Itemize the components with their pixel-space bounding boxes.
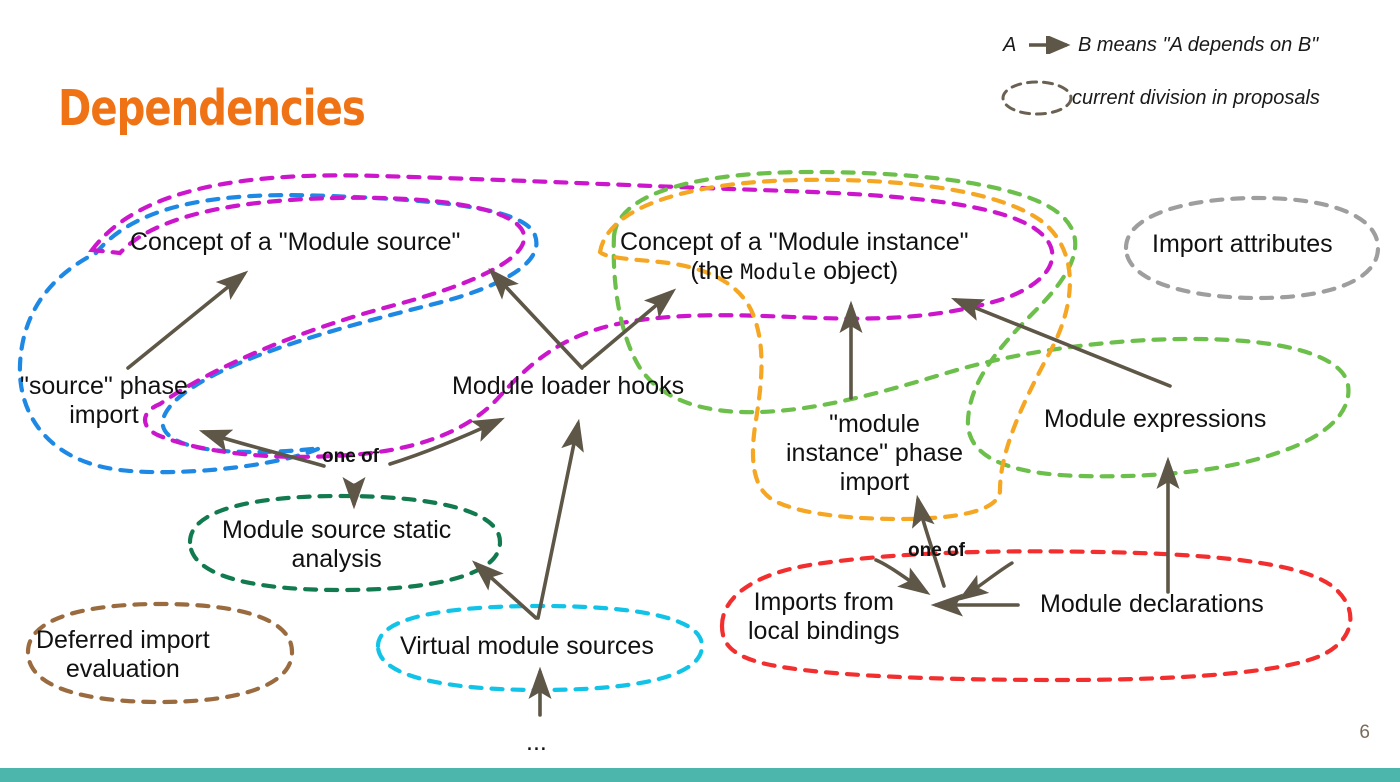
edge-label-one-of-left: one of (322, 446, 379, 467)
node-label: Module loader hooks (452, 372, 685, 400)
arrow-module-expressions-to-instance-concept (950, 297, 1172, 388)
node-sublabel-mono: Module (740, 259, 817, 284)
node-label: Module declarations (1040, 590, 1264, 618)
node-label-line2: analysis (291, 544, 382, 573)
arrow-source-phase-to-source-concept (126, 270, 249, 370)
arrow-loader-hooks-to-source-concept (488, 268, 584, 370)
node-module-instance-concept[interactable]: Concept of a "Module instance" (the Modu… (620, 228, 969, 286)
region-red (719, 549, 1353, 683)
node-label: Concept of a "Module instance" (620, 228, 969, 256)
region-gray (1123, 195, 1381, 301)
node-sublabel-pre: (the (690, 256, 741, 285)
node-label: "module (829, 410, 920, 438)
node-module-source-static-analysis[interactable]: Module source static analysis (222, 516, 451, 574)
arrow-virtual-sources-to-static-analysis (471, 560, 538, 620)
legend-arrow-meaning-label: B means "A depends on B" (1078, 34, 1319, 56)
node-import-attributes[interactable]: Import attributes (1152, 230, 1333, 259)
arrow-one-of-left-stem (342, 476, 366, 510)
node-label: Module source static (222, 516, 452, 544)
node-label: Virtual module sources (400, 632, 654, 660)
node-label-line2: local bindings (748, 616, 900, 645)
node-sublabel-post: object) (816, 256, 899, 285)
right-arrow-icon (1029, 36, 1071, 54)
region-blue (17, 193, 539, 475)
ellipsis-label: ... (526, 728, 547, 756)
region-brown (25, 601, 295, 705)
node-label-line2: import (69, 400, 139, 429)
arrow-loader-hooks-to-instance-concept (582, 288, 677, 368)
node-deferred-import-evaluation[interactable]: Deferred import evaluation (36, 626, 210, 684)
arrow-one-of-right-branch-a (874, 558, 931, 595)
arrow-one-of-left-branch-b (388, 417, 505, 466)
node-label: Import attributes (1152, 230, 1333, 258)
node-label: Module expressions (1044, 405, 1267, 433)
node-label-line2: evaluation (65, 654, 180, 683)
region-magenta (88, 173, 1055, 459)
node-module-source-concept[interactable]: Concept of a "Module source" (130, 228, 460, 257)
node-sublabel: (the Module object) (620, 257, 969, 286)
node-label: Imports from (753, 588, 894, 616)
page-title: Dependencies (58, 80, 366, 137)
node-label-line2: instance" phase (786, 438, 964, 467)
node-source-phase-import[interactable]: "source" phase import (20, 372, 188, 430)
region-orange (597, 177, 1072, 522)
legend-region-label: current division in proposals (1072, 87, 1320, 109)
node-module-expressions[interactable]: Module expressions (1044, 405, 1266, 434)
node-label: Deferred import (36, 626, 210, 654)
node-label: "source" phase (20, 372, 188, 400)
node-module-instance-phase-import[interactable]: "module instance" phase import (786, 410, 963, 496)
edge-label-one-of-right: one of (908, 540, 965, 561)
arrow-virtual-sources-to-loader-hooks (536, 418, 584, 620)
node-imports-from-local-bindings[interactable]: Imports from local bindings (748, 588, 900, 646)
region-darkgreen (187, 493, 503, 593)
node-virtual-module-sources[interactable]: Virtual module sources (400, 632, 654, 661)
page-number: 6 (1359, 722, 1370, 743)
legend-arrow-source-label: A (1003, 34, 1017, 56)
node-module-declarations[interactable]: Module declarations (1040, 590, 1264, 619)
node-label: Concept of a "Module source" (130, 228, 461, 256)
region-green (611, 169, 1351, 479)
bottom-accent-bar (0, 768, 1400, 782)
arrow-one-of-left-branch-a (198, 429, 326, 468)
node-label-line3: import (839, 467, 910, 496)
dashed-ellipse-icon (1001, 80, 1073, 116)
node-module-loader-hooks[interactable]: Module loader hooks (452, 372, 684, 401)
arrow-one-of-right-stem (912, 494, 946, 588)
arrow-one-of-right-branch-b (957, 561, 1014, 601)
